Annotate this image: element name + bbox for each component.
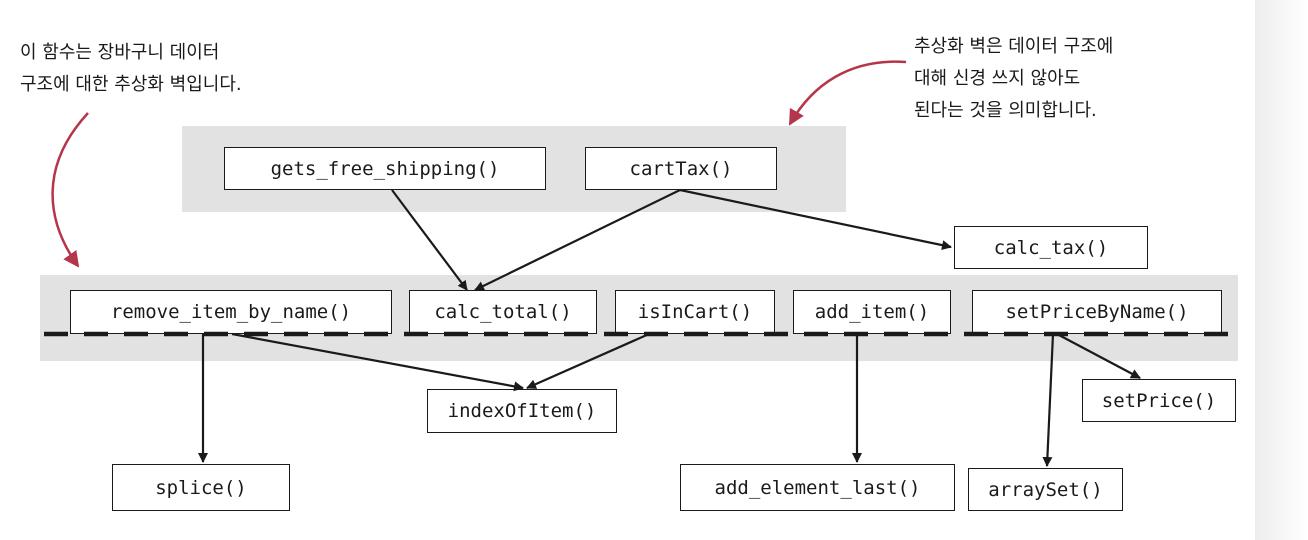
node-array-set: arraySet(): [968, 468, 1123, 511]
node-gets-free-shipping: gets_free_shipping(): [224, 147, 546, 190]
node-cart-tax: cartTax(): [585, 147, 777, 190]
node-calc-tax: calc_tax(): [954, 226, 1148, 269]
annotation-left: 이 함수는 장바구니 데이터 구조에 대한 추상화 벽입니다.: [20, 37, 242, 101]
node-set-price: setPrice(): [1082, 379, 1236, 422]
node-is-in-cart: isInCart(): [615, 290, 775, 334]
annotation-right-line-1: 추상화 벽은 데이터 구조에: [914, 36, 1114, 57]
node-add-item: add_item(): [793, 290, 951, 334]
callout-arrow-left: [51, 112, 89, 268]
annotation-right-line-2: 대해 신경 쓰지 않아도: [914, 68, 1081, 89]
annotation-right-line-3: 된다는 것을 의미합니다.: [914, 100, 1097, 121]
page-edge-shadow: [1255, 0, 1308, 540]
node-splice: splice(): [112, 464, 290, 511]
node-index-of-item: indexOfItem(): [427, 389, 617, 433]
node-remove-item-by-name: remove_item_by_name(): [70, 290, 392, 334]
annotation-left-line-1: 이 함수는 장바구니 데이터: [20, 42, 220, 63]
node-calc-total: calc_total(): [409, 290, 597, 334]
node-set-price-by-name: setPriceByName(): [972, 290, 1222, 334]
annotation-right: 추상화 벽은 데이터 구조에 대해 신경 쓰지 않아도 된다는 것을 의미합니다…: [914, 31, 1113, 127]
node-add-element-last: add_element_last(): [680, 464, 955, 511]
callout-arrow-right: [788, 60, 907, 126]
annotation-left-line-2: 구조에 대한 추상화 벽입니다.: [20, 74, 242, 95]
